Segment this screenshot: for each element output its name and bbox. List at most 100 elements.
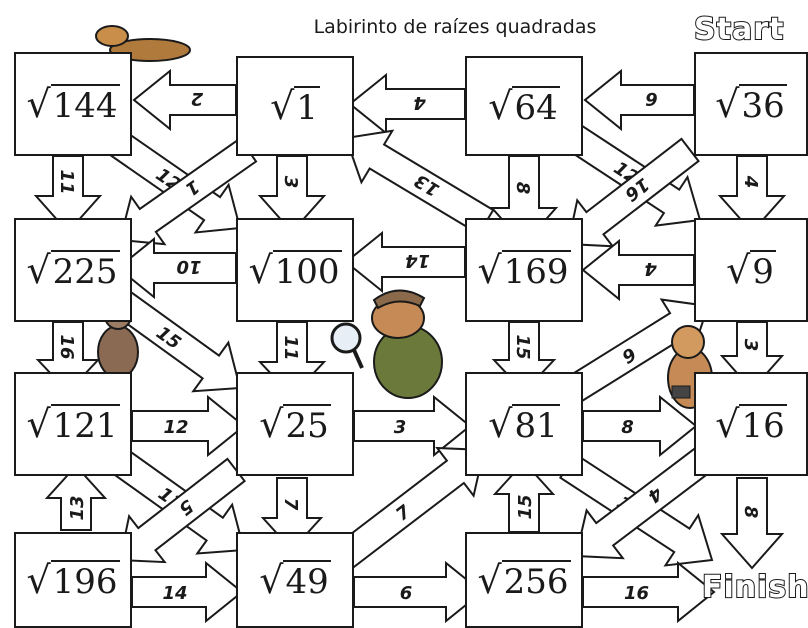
arrow-shape [583,68,695,132]
magnifier-icon [330,322,362,354]
square-root-expression: √1 [270,84,320,128]
radicand: 196 [50,560,120,602]
radicand: 121 [50,404,120,446]
maze-arrow: 11 [33,155,103,234]
square-root-expression: √49 [259,558,331,602]
maze-arrow: 13 [44,464,108,531]
square-root-expression: √16 [715,402,787,446]
maze-arrow: 8 [582,394,698,458]
root-box-81: √81 [465,372,583,476]
radicand: 81 [512,404,560,446]
radical-sign: √ [26,402,51,446]
arrow-label: 14 [162,583,187,604]
radical-sign: √ [259,402,284,446]
radicand: 9 [750,250,776,292]
arrow-shape [348,72,466,136]
maze-arrow: 16 [582,560,716,624]
root-box-36: √36 [694,52,808,156]
arrow-label: 16 [56,334,77,359]
maze-arrow: 4 [717,155,787,234]
radical-sign: √ [715,402,740,446]
arrow-shape [581,238,695,302]
arrow-shape [582,394,698,458]
maze-arrow: 12 [562,122,702,227]
arrow-label: 6 [400,583,413,604]
radical-sign: √ [477,558,502,602]
maze-arrow: 3 [353,394,472,458]
arrow-shape [582,560,716,624]
arrow-shape [561,298,710,406]
maze-arrow: 8 [719,477,785,570]
radical-sign: √ [26,248,51,292]
root-box-256: √256 [465,532,583,628]
arrow-label: 15 [515,494,536,519]
arrow-label: 10 [176,256,201,277]
arrow-label: 11 [56,169,77,194]
arrow-label: 4 [644,258,658,279]
radicand: 16 [739,404,787,446]
square-root-expression: √100 [248,248,342,292]
radical-sign: √ [488,84,513,128]
arrow-label: 11 [280,335,301,360]
square-root-expression: √9 [726,248,776,292]
page-title: Labirinto de raízes quadradas [313,16,597,38]
maze-arrow: 10 [116,236,237,300]
radical-sign: √ [26,82,51,126]
camera-icon [671,385,691,399]
arrow-label: 4 [413,92,427,113]
radical-sign: √ [248,248,273,292]
square-root-expression: √144 [26,82,120,126]
maze-arrow: 15 [492,460,556,533]
square-root-expression: √169 [477,248,571,292]
arrow-label: 8 [512,182,533,195]
maze-arrow: 14 [344,230,466,294]
arrow-label: 16 [624,583,649,604]
arrow-label: 12 [163,417,188,438]
radical-sign: √ [488,402,513,446]
radical-sign: √ [477,248,502,292]
arrow-shape [132,68,237,132]
arrow-label: 8 [740,506,761,519]
arrow-shape [116,236,237,300]
arrow-label: 15 [512,334,533,359]
maze-arrow: 12 [131,394,246,458]
radical-sign: √ [715,82,740,126]
arrow-shape [106,129,242,234]
square-root-expression: √225 [26,248,120,292]
radicand: 49 [283,560,331,602]
arrow-label: 4 [740,175,761,189]
arrow-shape [717,155,787,234]
maze-arrow: 4 [348,72,466,136]
radical-sign: √ [26,558,51,602]
arrow-shape [562,122,702,227]
arrow-shape [353,394,472,458]
radicand: 64 [512,86,560,128]
maze-arrow: 2 [132,68,237,132]
arrow-label: 14 [405,250,430,271]
radicand: 256 [501,560,571,602]
maze-arrow: 9 [561,298,710,406]
dog-head-icon [95,25,129,47]
deerstalker-hat-icon [372,289,426,310]
maze-arrow: 6 [353,560,484,624]
root-box-196: √196 [14,532,132,628]
finish-label: Finish [701,569,808,606]
arrow-label: 7 [280,498,301,511]
square-root-expression: √81 [488,402,560,446]
start-label: Start [693,11,785,48]
maze-arrow: 6 [583,68,695,132]
root-box-100: √100 [236,218,354,322]
root-box-9: √9 [694,218,808,322]
arrow-shape [131,560,244,624]
arrow-label: 3 [394,417,407,438]
arrow-shape [719,477,785,570]
root-box-16: √16 [694,372,808,476]
arrow-label: 3 [740,339,761,352]
radicand: 100 [272,250,342,292]
root-box-225: √225 [14,218,132,322]
arrow-label: 6 [645,88,658,109]
radicand: 144 [50,84,120,126]
maze-arrow: 15 [108,287,242,393]
radicand: 25 [283,404,331,446]
root-box-25: √25 [236,372,354,476]
